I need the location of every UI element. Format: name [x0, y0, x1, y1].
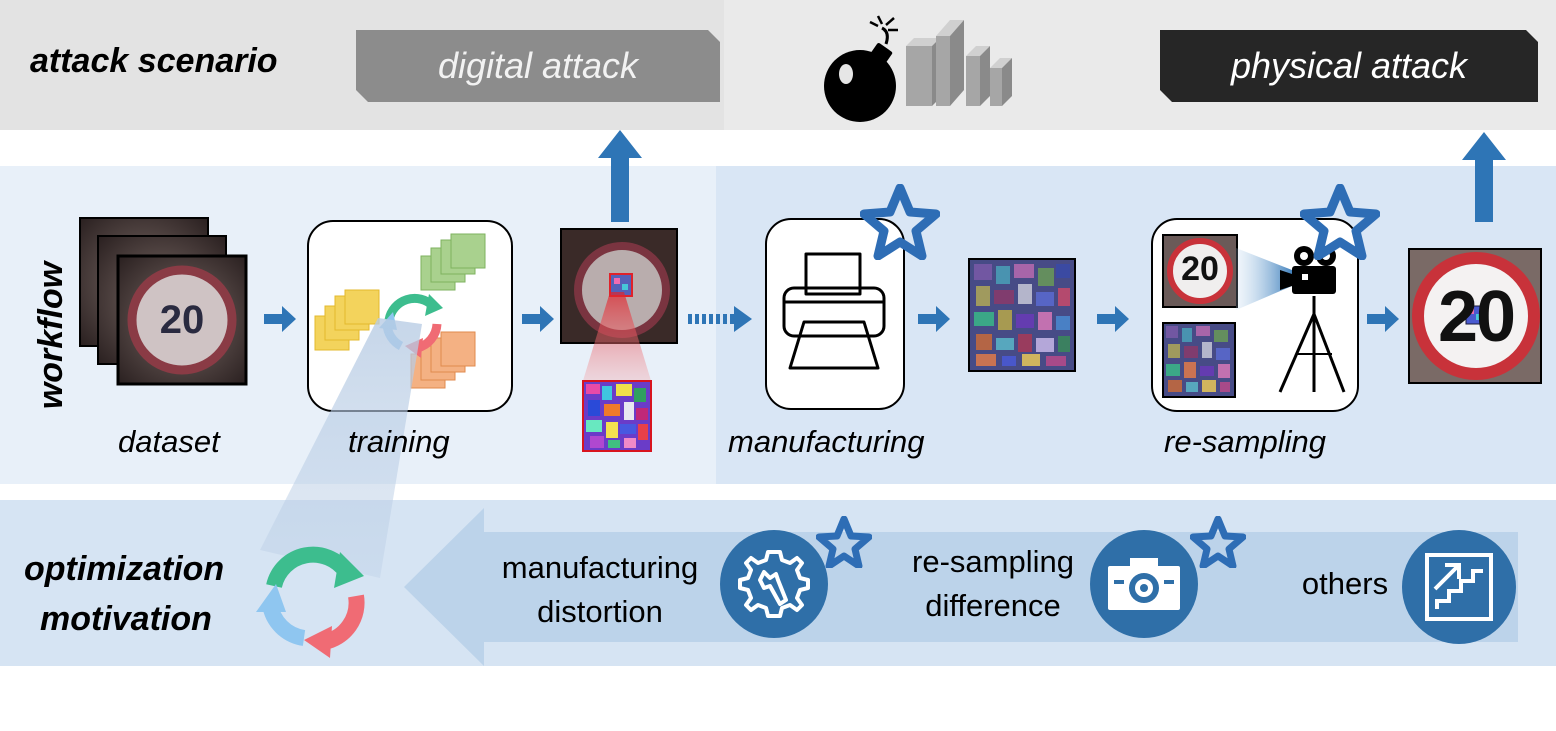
stairs-arrow-icon — [1425, 553, 1493, 621]
resampling-patch-image — [1162, 322, 1236, 398]
physical-attack-sign-image — [1408, 248, 1542, 384]
physical-attack-tag: physical attack — [1230, 45, 1468, 86]
attack-scenario-title: attack scenario — [30, 42, 278, 80]
training-icon — [314, 233, 486, 389]
step-label-manufacturing: manufacturing — [728, 424, 925, 459]
arrow-up-physical — [1462, 132, 1506, 222]
physical-sign-number: 20 — [1437, 277, 1516, 357]
resampling-difference-circle — [1090, 530, 1198, 638]
arrow-right-4 — [1097, 306, 1129, 332]
patch-projection-beam — [582, 292, 652, 384]
bomb-icon — [824, 15, 898, 122]
digital-attack-tag: digital attack — [437, 45, 639, 86]
dataset-images — [79, 217, 248, 386]
star-icon-manufacturing-distortion — [816, 516, 872, 568]
others-circle — [1402, 530, 1516, 644]
model-layers-icon — [906, 20, 1012, 106]
optimization-title-line2: motivation — [40, 600, 212, 638]
arrow-right-1 — [264, 306, 296, 332]
digital-attack-tag-shape — [356, 30, 720, 102]
zoom-spotlight — [260, 318, 422, 578]
star-icon-manufacturing — [860, 184, 940, 260]
physical-attack-tag-shape — [1160, 30, 1538, 102]
arrow-right-5 — [1367, 306, 1399, 332]
factor-others: others — [1301, 566, 1389, 601]
workflow-title: workflow — [32, 261, 71, 410]
camera-icon — [1108, 558, 1180, 610]
dataset-sign-number: 20 — [159, 298, 205, 342]
motivation-big-arrow — [404, 508, 1518, 666]
star-icon-resampling-difference — [1190, 516, 1246, 568]
optimization-title-line1: optimization — [24, 550, 225, 588]
printer-icon — [782, 252, 886, 370]
factor-manufacturing-line1: manufacturing — [501, 550, 699, 585]
gear-wrench-icon — [738, 550, 810, 618]
factor-manufacturing-line2: distortion — [537, 594, 663, 629]
arrow-right-3 — [918, 306, 950, 332]
factor-resampling-line1: re-sampling — [912, 544, 1074, 579]
arrow-right-2 — [522, 306, 554, 332]
factor-resampling-line2: difference — [925, 588, 1061, 623]
manufacturing-distortion-circle — [720, 530, 828, 638]
resampling-sign-image — [1162, 234, 1238, 308]
arrow-up-digital — [598, 130, 642, 222]
arrow-right-dashed — [688, 306, 752, 332]
step-label-training: training — [348, 424, 450, 459]
step-label-dataset: dataset — [118, 424, 220, 459]
printed-patch — [968, 258, 1076, 372]
resampling-sign-number: 20 — [1181, 250, 1219, 288]
digital-patch — [582, 380, 652, 452]
star-icon-resampling — [1300, 184, 1380, 260]
optimization-cycle-icon — [256, 546, 365, 658]
video-camera-icon — [1236, 246, 1346, 393]
step-label-resampling: re-sampling — [1164, 424, 1326, 459]
